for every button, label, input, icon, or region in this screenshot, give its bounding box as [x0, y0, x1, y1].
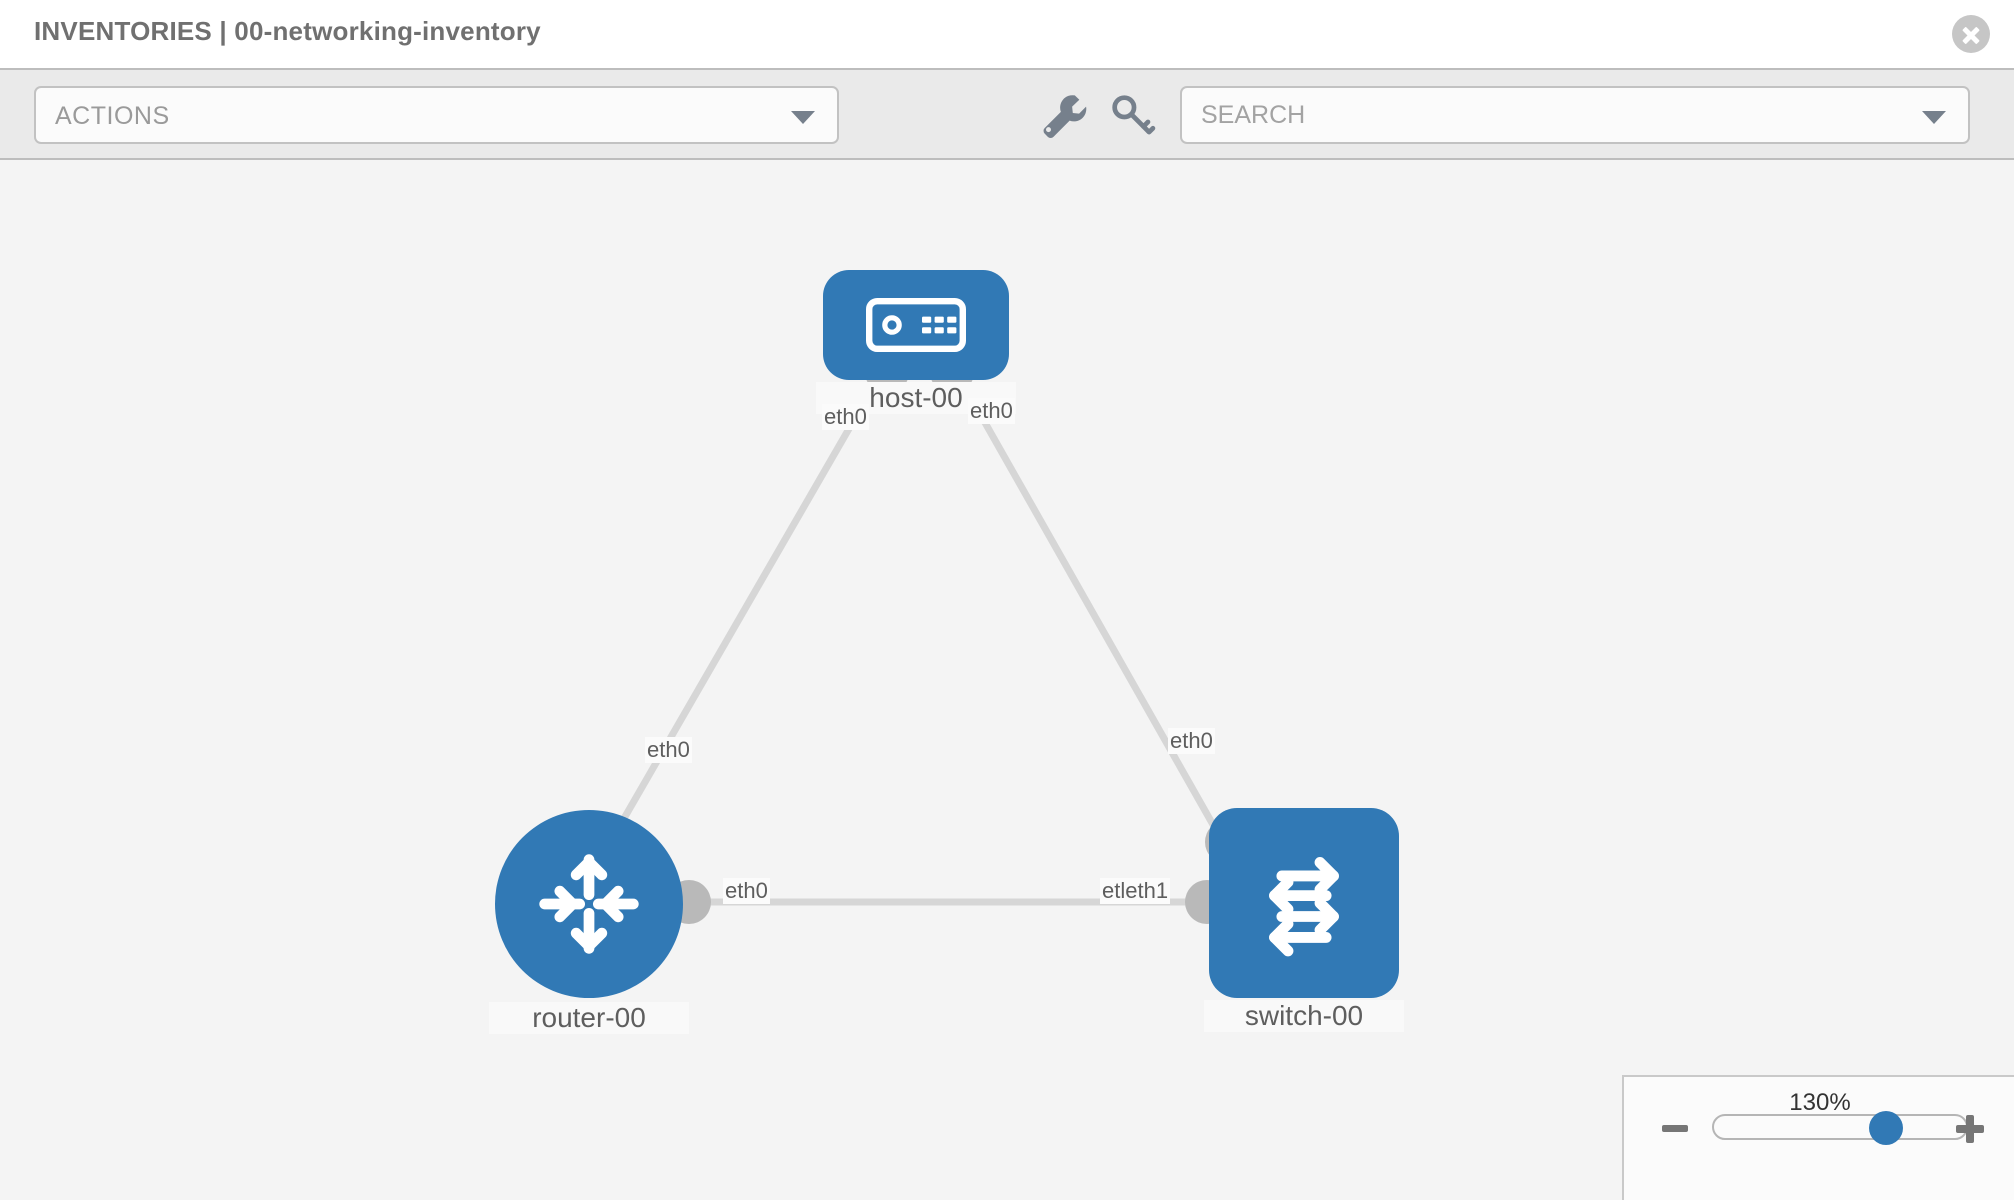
server-icon: [866, 298, 966, 352]
edge-label-switch-left: etleth1: [1100, 878, 1171, 904]
page-title: INVENTORIES | 00-networking-inventory: [34, 16, 541, 46]
search-placeholder: SEARCH: [1201, 101, 1306, 129]
node-router-00-shape[interactable]: [495, 810, 683, 998]
node-host-00-shape[interactable]: [823, 270, 1009, 380]
zoom-slider[interactable]: [1712, 1114, 1968, 1140]
zoom-out-button[interactable]: [1662, 1125, 1688, 1132]
zoom-in-icon-v: [1966, 1115, 1974, 1143]
topology-canvas[interactable]: host-00 router-00: [0, 160, 2014, 1200]
edge-label-router-up: eth0: [645, 737, 692, 763]
wrench-icon[interactable]: [1035, 88, 1089, 142]
edge-label-switch-up: eth0: [1168, 728, 1215, 754]
link-host-router[interactable]: [596, 373, 884, 862]
zoom-in-button[interactable]: [1956, 1115, 1984, 1143]
edge-label-host-left: eth0: [822, 404, 869, 430]
node-switch-00-label: switch-00: [1204, 1000, 1404, 1032]
zoom-slider-thumb[interactable]: [1869, 1111, 1904, 1145]
node-router-00[interactable]: router-00: [489, 810, 689, 1034]
search-input[interactable]: SEARCH: [1180, 86, 1970, 144]
close-icon[interactable]: [1952, 15, 1990, 53]
actions-dropdown[interactable]: ACTIONS: [34, 86, 839, 144]
chevron-down-icon: [791, 111, 815, 124]
node-router-00-label: router-00: [489, 1002, 689, 1034]
edge-label-host-right: eth0: [968, 398, 1015, 424]
switch-arrows-icon: [1269, 857, 1339, 957]
zoom-level-label: 130%: [1789, 1089, 1851, 1116]
router-arrows-icon: [539, 854, 639, 954]
page-header: INVENTORIES | 00-networking-inventory: [0, 0, 2014, 68]
toolbar: ACTIONS SEARCH: [0, 68, 2014, 160]
key-icon[interactable]: [1105, 88, 1159, 142]
zoom-control: 130%: [1622, 1075, 2014, 1200]
edge-label-router-right: eth0: [723, 878, 770, 904]
node-switch-00[interactable]: switch-00: [1204, 808, 1404, 1032]
node-switch-00-shape[interactable]: [1209, 808, 1399, 998]
node-host-00[interactable]: host-00: [816, 270, 1016, 414]
actions-dropdown-label: ACTIONS: [55, 102, 170, 130]
chevron-down-icon[interactable]: [1922, 111, 1946, 124]
link-host-switch[interactable]: [954, 373, 1237, 862]
